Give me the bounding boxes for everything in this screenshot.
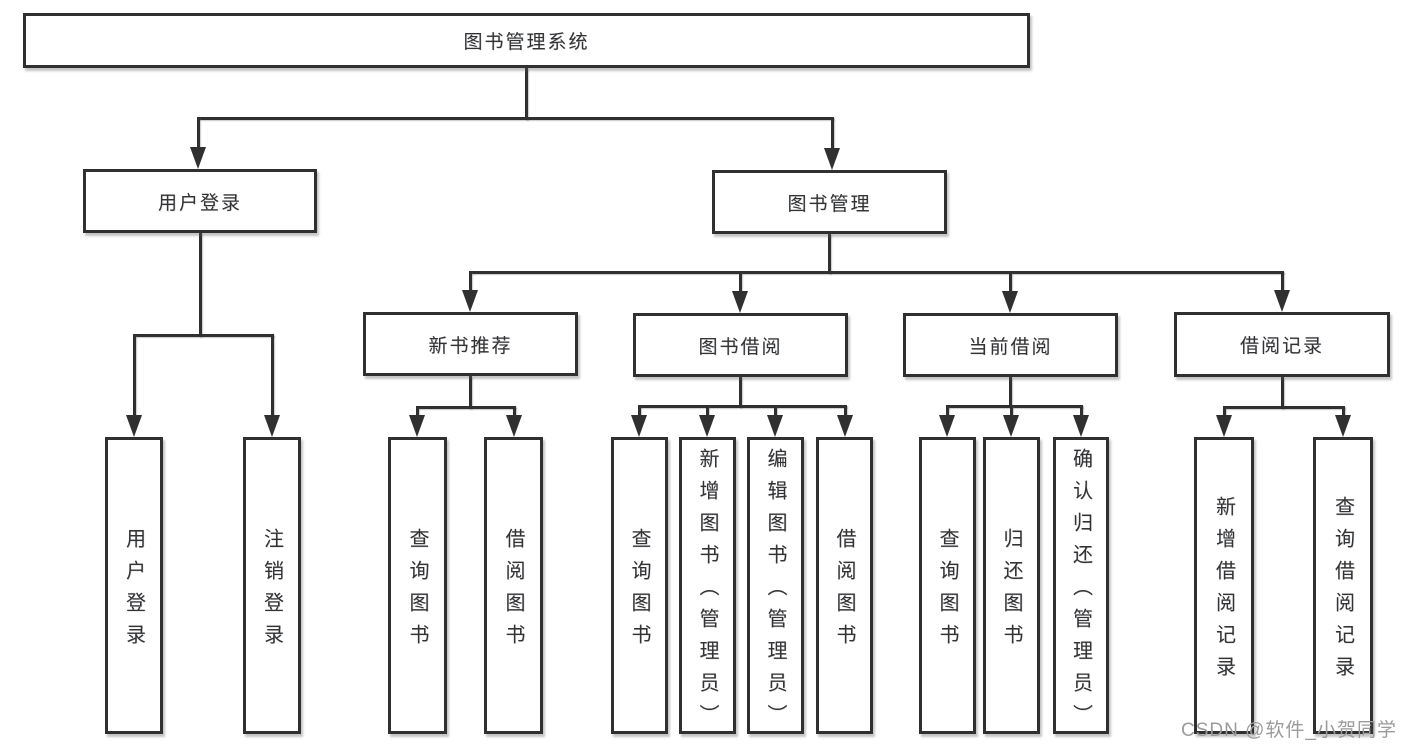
connector-line <box>705 406 709 416</box>
connector-line <box>198 233 202 337</box>
node-current-borrow: 当前借阅 <box>903 313 1118 377</box>
arrow-down-icon <box>126 415 142 437</box>
node-label-leaf-br-query: 查询借阅记录 <box>1331 495 1354 688</box>
node-label-borrow-records: 借阅记录 <box>1239 336 1324 357</box>
arrow-down-icon <box>824 148 840 170</box>
arrow-down-icon <box>699 415 715 437</box>
watermark: CSDN @软件_小贺同学 <box>1181 720 1397 741</box>
node-leaf-nb-query: 查询图书 <box>388 437 447 734</box>
connector-line <box>270 335 274 416</box>
node-label-new-book-rec: 新书推荐 <box>428 335 513 357</box>
connector-bar <box>945 404 1083 408</box>
node-label-leaf-bb-edit: 编辑图书（管理员） <box>764 447 786 736</box>
connector-line <box>1341 407 1345 416</box>
node-leaf-bb-add: 新增图书（管理员） <box>679 437 736 736</box>
connector-bar <box>132 333 274 337</box>
connector-line <box>468 376 472 409</box>
node-label-leaf-nb-query: 查询图书 <box>406 527 428 656</box>
connector-line <box>1009 406 1013 416</box>
connector-line <box>132 335 136 416</box>
node-label-leaf-bb-add: 新增图书（管理员） <box>696 447 718 736</box>
node-label-leaf-bb-borrow: 借阅图书 <box>833 527 855 656</box>
node-label-leaf-cb-confirm: 确认归还（管理员） <box>1069 447 1092 736</box>
node-leaf-br-query: 查询借阅记录 <box>1313 437 1373 734</box>
arrow-down-icon <box>1073 415 1089 437</box>
node-leaf-logout: 注销登录 <box>243 437 301 734</box>
connector-line <box>415 407 419 416</box>
connector-bar <box>415 405 516 409</box>
node-label-book-mgmt: 图书管理 <box>787 193 872 215</box>
arrow-down-icon <box>409 415 425 437</box>
node-label-leaf-user-login: 用户登录 <box>122 527 145 656</box>
connector-bar <box>196 116 834 120</box>
node-label-user-login: 用户登录 <box>157 192 242 214</box>
connector-line <box>1079 406 1083 416</box>
arrow-down-icon <box>1216 415 1232 437</box>
node-leaf-cb-query: 查询图书 <box>919 437 976 734</box>
connector-bar <box>468 270 1284 274</box>
node-root: 图书管理系统 <box>23 13 1030 68</box>
connector-line <box>1008 377 1012 408</box>
connector-line <box>512 407 516 416</box>
node-label-leaf-logout: 注销登录 <box>260 527 283 656</box>
node-leaf-nb-borrow: 借阅图书 <box>484 437 543 734</box>
arrow-down-icon <box>837 415 853 437</box>
arrow-down-icon <box>732 291 748 313</box>
node-user-login: 用户登录 <box>83 169 317 233</box>
arrow-down-icon <box>1002 291 1018 313</box>
connector-line <box>196 118 200 148</box>
connector-line <box>738 272 742 292</box>
connector-line <box>468 272 472 291</box>
connector-line <box>1222 407 1226 416</box>
node-book-mgmt: 图书管理 <box>712 170 947 234</box>
arrow-down-icon <box>264 415 280 437</box>
node-label-leaf-nb-borrow: 借阅图书 <box>502 527 524 656</box>
connector-line <box>637 406 641 416</box>
arrow-down-icon <box>1335 415 1351 437</box>
node-book-borrow: 图书借阅 <box>633 313 848 377</box>
node-label-leaf-br-add: 新增借阅记录 <box>1212 495 1235 688</box>
node-leaf-cb-return: 归还图书 <box>983 437 1040 734</box>
node-leaf-cb-confirm: 确认归还（管理员） <box>1053 437 1109 736</box>
node-new-book-rec: 新书推荐 <box>363 312 578 376</box>
arrow-down-icon <box>631 415 647 437</box>
connector-line <box>1280 272 1284 291</box>
node-leaf-user-login: 用户登录 <box>105 437 163 734</box>
connector-line <box>827 234 831 274</box>
node-label-leaf-bb-query: 查询图书 <box>628 527 650 656</box>
arrow-down-icon <box>767 415 783 437</box>
connector-line <box>843 406 847 416</box>
node-label-book-borrow: 图书借阅 <box>698 336 783 358</box>
connector-bar <box>1222 405 1345 409</box>
connector-line <box>773 406 777 416</box>
node-borrow-records: 借阅记录 <box>1174 312 1390 377</box>
connector-line <box>945 406 949 416</box>
connector-line <box>738 377 742 408</box>
node-label-leaf-cb-return: 归还图书 <box>1000 527 1022 656</box>
connector-line <box>524 68 528 120</box>
node-label-leaf-cb-query: 查询图书 <box>936 527 958 656</box>
arrow-down-icon <box>506 415 522 437</box>
connector-bar <box>637 404 847 408</box>
node-label-current-borrow: 当前借阅 <box>968 336 1053 358</box>
arrow-down-icon <box>190 147 206 169</box>
node-leaf-bb-edit: 编辑图书（管理员） <box>747 437 804 736</box>
arrow-down-icon <box>1274 290 1290 312</box>
node-leaf-bb-borrow: 借阅图书 <box>816 437 873 734</box>
connector-line <box>830 118 834 149</box>
connector-line <box>1008 272 1012 292</box>
node-label-root: 图书管理系统 <box>463 32 590 53</box>
connector-line <box>1280 377 1284 409</box>
arrow-down-icon <box>1003 415 1019 437</box>
node-leaf-br-add: 新增借阅记录 <box>1194 437 1254 734</box>
arrow-down-icon <box>939 415 955 437</box>
arrow-down-icon <box>462 290 478 312</box>
node-leaf-bb-query: 查询图书 <box>611 437 668 734</box>
